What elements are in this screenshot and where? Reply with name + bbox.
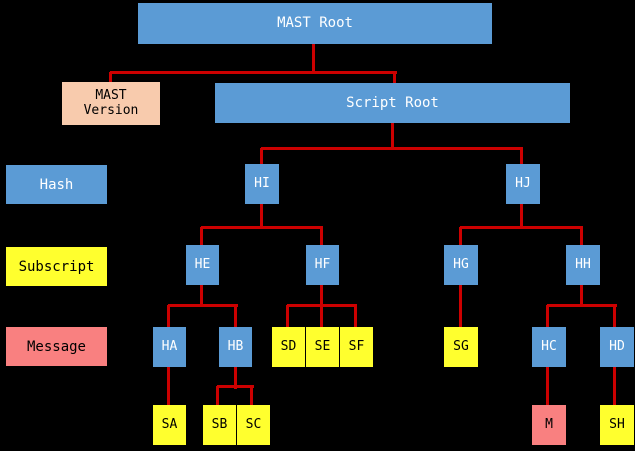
node-label: SF (348, 338, 365, 354)
node-HA[interactable]: HA (153, 327, 186, 367)
node-label: HJ (515, 175, 531, 191)
connector-e-script-stem (391, 123, 394, 150)
connector-e-hb-bus (217, 385, 254, 388)
legend-item-hash: Hash (6, 165, 107, 204)
node-label: MAST Version (83, 87, 139, 118)
node-label: SG (453, 338, 469, 354)
connector-e-ha-sa (167, 367, 170, 407)
node-label: SH (609, 416, 625, 432)
connector-e-hb-sb (216, 386, 219, 408)
node-SD[interactable]: SD (272, 327, 305, 367)
node-SE[interactable]: SE (306, 327, 339, 367)
node-HD[interactable]: HD (600, 327, 634, 367)
node-M[interactable]: M (532, 405, 566, 445)
connector-e-he-hb (234, 305, 237, 329)
connector-e-hb-stem (234, 367, 237, 389)
connector-e-he-stem (200, 285, 203, 307)
node-label: HC (541, 338, 557, 354)
node-label: HB (227, 338, 244, 354)
node-label: SD (280, 338, 297, 354)
connector-e-root-stem (312, 44, 315, 74)
node-SA[interactable]: SA (153, 405, 186, 445)
node-label: HG (453, 256, 469, 272)
node-script-root[interactable]: Script Root (215, 83, 570, 123)
legend-item-label: Hash (39, 176, 74, 193)
connector-e-hg-sg (459, 285, 462, 329)
node-label: SC (245, 416, 262, 432)
node-SF[interactable]: SF (340, 327, 373, 367)
legend-item-message: Message (6, 327, 107, 366)
connector-e-hj-stem (520, 203, 523, 229)
connector-e-hj-hg (459, 227, 462, 247)
node-HG[interactable]: HG (444, 245, 478, 285)
node-SH[interactable]: SH (600, 405, 634, 445)
node-HF[interactable]: HF (306, 245, 339, 285)
node-HH[interactable]: HH (566, 245, 600, 285)
connector-e-hh-hd (613, 305, 616, 329)
connector-e-hh-stem (580, 285, 583, 307)
connector-e-hb-sc (250, 386, 253, 408)
node-mast-version[interactable]: MAST Version (62, 82, 160, 125)
legend-item-subscript: Subscript (6, 247, 107, 286)
node-SB[interactable]: SB (203, 405, 236, 445)
connector-e-hd-sh (613, 367, 616, 407)
node-label: HE (194, 256, 211, 272)
node-label: Script Root (346, 94, 439, 111)
node-label: HF (314, 256, 331, 272)
connector-e-hf-sd (286, 305, 289, 329)
legend-item-label: Subscript (18, 258, 95, 275)
node-label: HI (254, 175, 270, 191)
node-HJ[interactable]: HJ (506, 164, 540, 204)
connector-e-hf-se (320, 305, 323, 329)
connector-e-he-ha (167, 305, 170, 329)
node-label: SA (161, 416, 178, 432)
node-SC[interactable]: SC (237, 405, 270, 445)
connector-e-hc-m (546, 367, 549, 407)
connector-e-he-bus (168, 304, 238, 307)
connector-e-root-script (393, 72, 396, 84)
connector-e-script-hj (520, 148, 523, 165)
connector-e-root-bus (110, 71, 397, 74)
connector-e-root-version (109, 72, 112, 83)
legend-item-label: Message (26, 338, 86, 355)
connector-e-script-bus (261, 147, 523, 150)
node-SG[interactable]: SG (444, 327, 478, 367)
connector-e-hf-stem (320, 285, 323, 307)
node-mast-root[interactable]: MAST Root (138, 3, 492, 44)
connector-e-hi-stem (260, 203, 263, 229)
connector-e-hf-sf (354, 305, 357, 329)
connector-e-hj-bus (460, 226, 583, 229)
node-HE[interactable]: HE (186, 245, 219, 285)
connector-e-hh-hc (546, 305, 549, 329)
node-label: SB (211, 416, 228, 432)
connector-e-script-hi (260, 148, 263, 165)
connector-e-hj-hh (580, 227, 583, 247)
connector-e-hi-bus (201, 226, 323, 229)
connector-e-hh-bus (547, 304, 617, 307)
node-label: HH (575, 256, 591, 272)
node-label: HA (161, 338, 178, 354)
node-label: MAST Root (277, 15, 353, 32)
connector-e-hi-hf (320, 227, 323, 247)
node-HB[interactable]: HB (219, 327, 252, 367)
node-HI[interactable]: HI (245, 164, 279, 204)
node-label: SE (314, 338, 331, 354)
node-label: HD (609, 338, 625, 354)
node-label: M (545, 416, 553, 432)
connector-e-hi-he (200, 227, 203, 247)
node-HC[interactable]: HC (532, 327, 566, 367)
